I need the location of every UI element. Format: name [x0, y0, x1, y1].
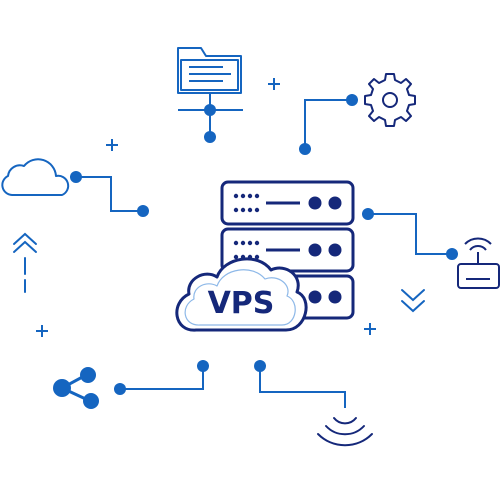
share-connector [114, 360, 209, 395]
vps-cloud-icon: VPS [175, 257, 308, 332]
settings-connector [299, 94, 358, 155]
wifi-router-icon [457, 237, 500, 289]
document-folder-network-icon [177, 47, 243, 143]
wireless-signal-icon [317, 417, 373, 447]
share-icon [53, 367, 99, 409]
cloud-connector [70, 171, 149, 217]
double-chevron-up-icon [13, 232, 37, 293]
plus-decoration [36, 78, 376, 337]
gear-icon [364, 73, 416, 127]
router-connector [362, 208, 458, 260]
cloud-icon [1, 158, 70, 196]
double-chevron-down-icon [401, 289, 425, 313]
vps-label: VPS [208, 286, 275, 321]
wireless-connector [254, 360, 346, 408]
